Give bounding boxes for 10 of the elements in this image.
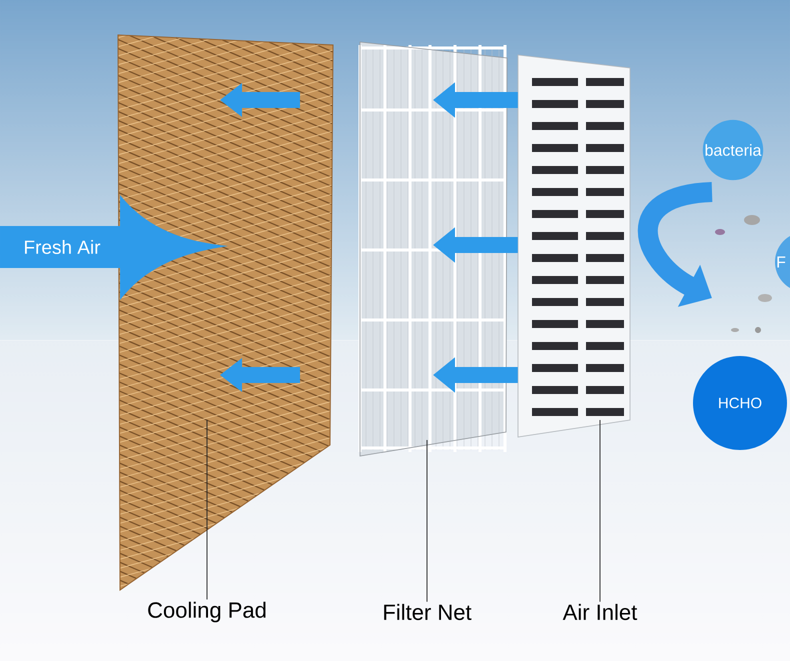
part-label: Air Inlet xyxy=(562,604,638,620)
circle-badge: F xyxy=(775,232,790,292)
circle-badge: bacteria xyxy=(702,120,764,180)
part-label: Cooling Pad xyxy=(148,602,266,622)
leader-line xyxy=(206,420,208,600)
filter-net-drawing xyxy=(358,42,508,456)
leader-line xyxy=(426,440,428,602)
circle-badge: HCHO xyxy=(693,356,787,450)
part-label: Filter Net xyxy=(384,604,472,620)
air-inlet-drawing xyxy=(518,54,630,438)
